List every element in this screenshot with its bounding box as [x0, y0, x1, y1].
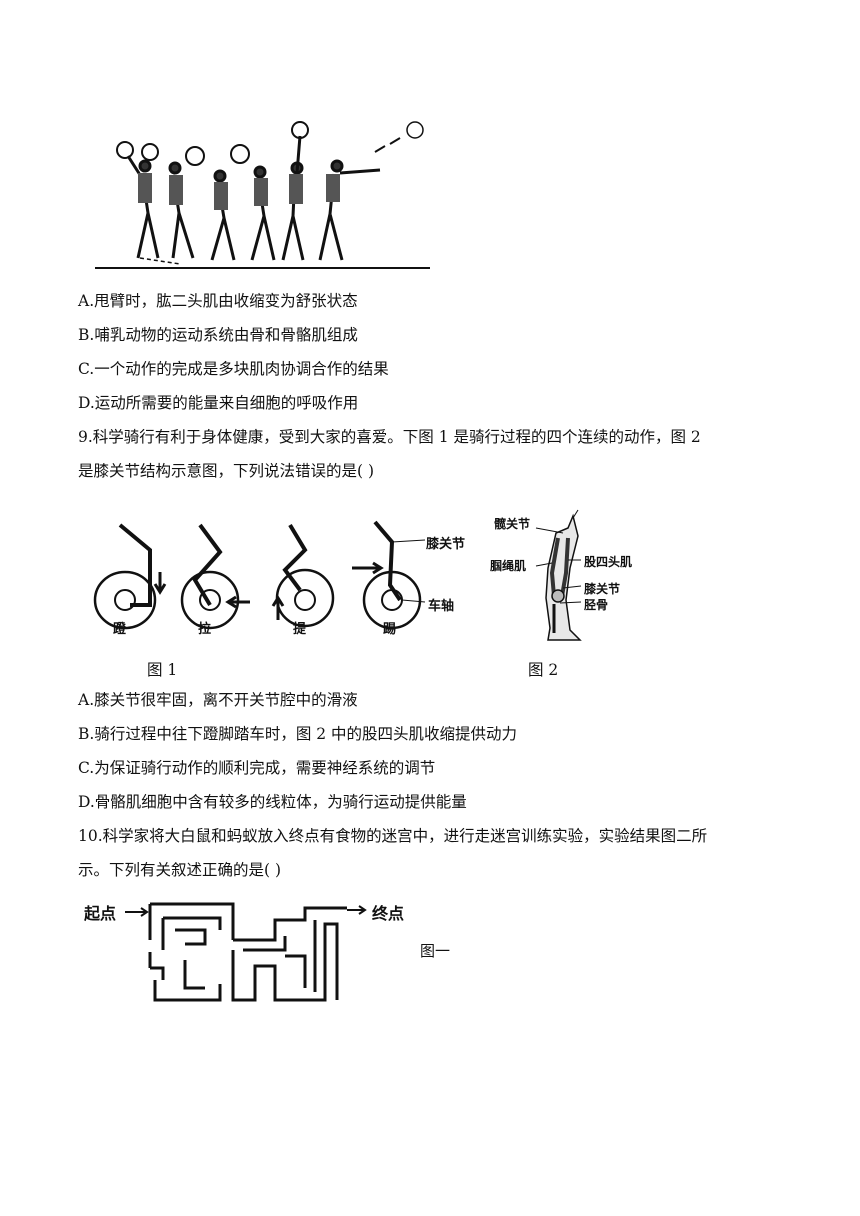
q10-stem-line2: 示。下列有关叙述正确的是( ) [78, 861, 282, 879]
quadriceps-label: 股四头肌 [584, 555, 633, 569]
q10-stem-line1: 10.科学家将大白鼠和蚂蚁放入终点有食物的迷宫中，进行走迷宫训练实验，实验结果图… [78, 827, 708, 845]
maze-start-label: 起点 [84, 904, 117, 923]
throwing-sequence-figure [90, 118, 440, 278]
action-label-ti: 提 [293, 622, 307, 637]
hip-joint-label: 髋关节 [494, 517, 531, 531]
maze-caption: 图一 [420, 942, 451, 960]
q9-option-d: D.骨骼肌细胞中含有较多的线粒体，为骑行运动提供能量 [78, 793, 467, 811]
figure1-caption: 图 1 [147, 661, 178, 679]
hamstring-label: 腘绳肌 [490, 559, 527, 573]
q8-option-a: A.甩臂时，肱二头肌由收缩变为舒张状态 [78, 292, 358, 310]
action-label-deng: 蹬 [113, 622, 127, 637]
knee-structure-figure [488, 508, 648, 648]
q9-stem-line1: 9.科学骑行有利于身体健康，受到大家的喜爱。下图 1 是骑行过程的四个连续的动作… [78, 428, 701, 446]
action-label-ti2: 踢 [383, 622, 397, 637]
fig2-knee-label: 膝关节 [584, 582, 621, 596]
q9-option-b: B.骑行过程中往下蹬脚踏车时，图 2 中的股四头肌收缩提供动力 [78, 725, 518, 743]
q8-option-b: B.哺乳动物的运动系统由骨和骨骼肌组成 [78, 326, 358, 344]
knee-joint-label: 膝关节 [426, 537, 466, 552]
figure2-caption: 图 2 [528, 661, 559, 679]
maze-end-label: 终点 [372, 904, 405, 923]
pedaling-actions-figure [80, 510, 480, 645]
maze-figure [125, 900, 375, 1010]
q9-stem-line2: 是膝关节结构示意图，下列说法错误的是( ) [78, 462, 375, 480]
q8-option-c: C.一个动作的完成是多块肌肉协调合作的结果 [78, 360, 389, 378]
q9-option-c: C.为保证骑行动作的顺利完成，需要神经系统的调节 [78, 759, 436, 777]
action-label-la: 拉 [198, 622, 212, 637]
tibia-label: 胫骨 [584, 598, 609, 612]
athlete-figures [116, 121, 381, 261]
axle-label: 车轴 [428, 599, 455, 614]
q9-option-a: A.膝关节很牢固，离不开关节腔中的滑液 [78, 691, 358, 709]
q8-option-d: D.运动所需要的能量来自细胞的呼吸作用 [78, 394, 359, 412]
